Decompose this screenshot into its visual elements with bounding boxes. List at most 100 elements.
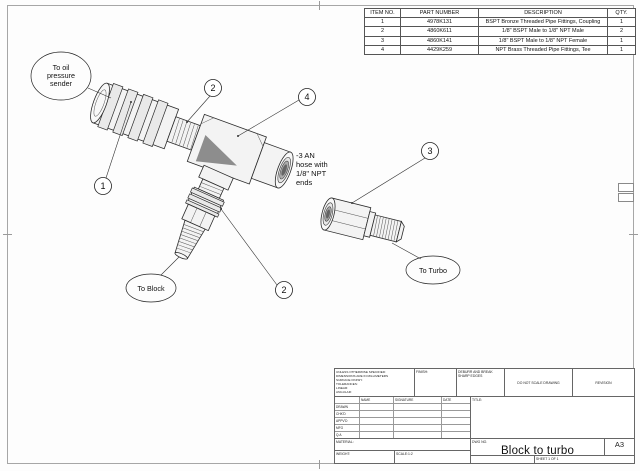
tolerance-note-line: TOLERANCES: [336, 382, 358, 386]
signature-table: NAME SIGNATURE DATE DRAWN CHK'D APPV'D M… [334, 396, 471, 439]
edge-zone-box-2 [618, 193, 634, 202]
tolerance-note-line: ANGULAR: [336, 390, 352, 394]
tee-assembly-drawing [90, 82, 294, 260]
do-not-scale-label: DO NOT SCALE DRAWING [517, 381, 560, 385]
bom-row: 1 4978K131 BSPT Bronze Threaded Pipe Fit… [364, 17, 636, 28]
sheet-size-label: A3 [614, 440, 625, 449]
chkd-label: CHK'D [335, 411, 360, 419]
adapter-male-male-upper [166, 116, 201, 151]
bom-cell: 1 [607, 35, 636, 46]
balloon-2-upper-label: 2 [210, 83, 215, 93]
bom-header-row: ITEM NO. PART NUMBER DESCRIPTION QTY. [364, 7, 636, 19]
sheet-size-cell: A3 [604, 438, 635, 456]
annotation-oil-pressure-sender: To oil pressure sender [30, 51, 112, 101]
mfg-label: MFG [335, 425, 360, 433]
balloon-3: 3 [351, 142, 439, 204]
date-header: DATE [442, 397, 470, 405]
bom-cell: 2 [364, 26, 401, 37]
scale-label: SCALE:1:2 [396, 452, 413, 456]
bom-cell: 1/8" BSPT Male to 1/8" NPT Male [478, 26, 608, 37]
bom-cell: BSPT Bronze Threaded Pipe Fittings, Coup… [478, 17, 608, 28]
bom-cell: 4 [364, 44, 401, 56]
balloon-2-lower: 2 [220, 208, 293, 299]
do-not-scale-cell: DO NOT SCALE DRAWING [504, 368, 573, 397]
center-tick-top [319, 1, 320, 10]
oil-note-line2: pressure [47, 71, 75, 80]
hose-note-line3: 1/8" NPT [296, 169, 327, 178]
bom-cell: 2 [607, 26, 636, 37]
sheet-label: SHEET 1 OF 1 [536, 457, 559, 461]
signature-row-mfg: MFG [335, 425, 470, 433]
revision-cell: REVISION [572, 368, 635, 397]
bom-cell: 4429K259 [400, 44, 479, 56]
bom-header-qty: QTY. [607, 7, 636, 19]
tolerance-note-line: SURFACE FINISH: [336, 378, 363, 382]
bom-cell: NPT Brass Threaded Pipe Fittings, Tee [478, 44, 608, 56]
signature-blank [335, 397, 360, 405]
material-label: MATERIAL: [336, 440, 354, 444]
balloon-1: 1 [94, 101, 132, 195]
sheet-cell: SHEET 1 OF 1 [534, 455, 635, 464]
finish-label: FINISH: [416, 370, 429, 374]
tolerance-note-line: LINEAR: [336, 386, 349, 390]
annotation-to-block: To Block [125, 256, 180, 303]
appvd-label: APPV'D [335, 418, 360, 426]
bottom-branch-adapter [174, 164, 234, 260]
balloon-3-label: 3 [427, 146, 432, 156]
name-header: NAME [360, 397, 394, 405]
qa-label: Q.A [335, 432, 360, 438]
signature-row-drawn: DRAWN [335, 404, 470, 412]
bom-header-desc: DESCRIPTION [478, 7, 608, 19]
bom-row: 4 4429K259 NPT Brass Threaded Pipe Fitti… [364, 44, 636, 56]
signature-row-qa: Q.A [335, 432, 470, 438]
tee-female-end [250, 142, 294, 189]
balloon-2-lower-label: 2 [281, 285, 286, 295]
drawing-number-cell: DWG NO. Block to turbo [470, 438, 605, 456]
bom-cell: 1 [607, 44, 636, 56]
bom-cell: 3 [364, 35, 401, 46]
balloon-4-label: 4 [304, 92, 309, 102]
dwg-no-label: DWG NO. [472, 440, 488, 444]
bom-cell: 4860K141 [400, 35, 479, 46]
drawn-label: DRAWN [335, 404, 360, 412]
bom-row: 2 4860K611 1/8" BSPT Male to 1/8" NPT Ma… [364, 26, 636, 37]
tolerance-note-line: DIMENSIONS ARE IN MILLIMETERS [336, 374, 389, 378]
revision-label: REVISION [595, 381, 612, 385]
weight-label: WEIGHT: [336, 452, 351, 456]
weight-cell: WEIGHT: [334, 450, 395, 464]
drawing-title: Block to turbo [500, 445, 575, 456]
bom-header-item: ITEM NO. [364, 7, 401, 19]
tee-chamfer-shading [195, 134, 237, 166]
balloon-1-label: 1 [100, 181, 105, 191]
signature-row-appvd: APPV'D [335, 418, 470, 426]
hose-note-line2: hose with [296, 160, 328, 169]
oil-note-line3: sender [50, 79, 73, 88]
signature-header: SIGNATURE [394, 397, 442, 405]
bom-header-part: PART NUMBER [400, 7, 479, 19]
bom-row: 3 4860K141 1/8" BSPT Male to 1/8" NPT Fe… [364, 35, 636, 46]
hose-note-line4: ends [296, 178, 313, 187]
bom-cell: 4978K131 [400, 17, 479, 28]
bom-cell: 1 [607, 17, 636, 28]
coupling-part [90, 82, 180, 150]
bom-cell: 1 [364, 17, 401, 28]
adapter-female-male-drawing [320, 197, 405, 243]
bom-table: ITEM NO. PART NUMBER DESCRIPTION QTY. 1 … [364, 7, 636, 56]
annotation-to-turbo: To Turbo [391, 242, 461, 285]
signature-header-row: NAME SIGNATURE DATE [335, 397, 470, 405]
oil-note-line1: To oil [53, 63, 70, 72]
center-tick-left [3, 234, 12, 235]
signature-row-chkd: CHK'D [335, 411, 470, 419]
center-tick-right [629, 234, 638, 235]
hose-note: -3 AN hose with 1/8" NPT ends [296, 151, 328, 187]
bom-cell: 4860K611 [400, 26, 479, 37]
tolerance-note-line: UNLESS OTHERWISE SPECIFIED: [336, 370, 386, 374]
deburr-note: DEBURR AND BREAK SHARP EDGES [458, 370, 493, 379]
title-cell: TITLE: [470, 396, 635, 439]
to-block-label: To Block [137, 284, 165, 293]
to-turbo-label: To Turbo [419, 266, 447, 275]
finish-cell: FINISH: [414, 368, 457, 397]
bom-cell: 1/8" BSPT Male to 1/8" NPT Female [478, 35, 608, 46]
deburr-cell: DEBURR AND BREAK SHARP EDGES [456, 368, 505, 397]
